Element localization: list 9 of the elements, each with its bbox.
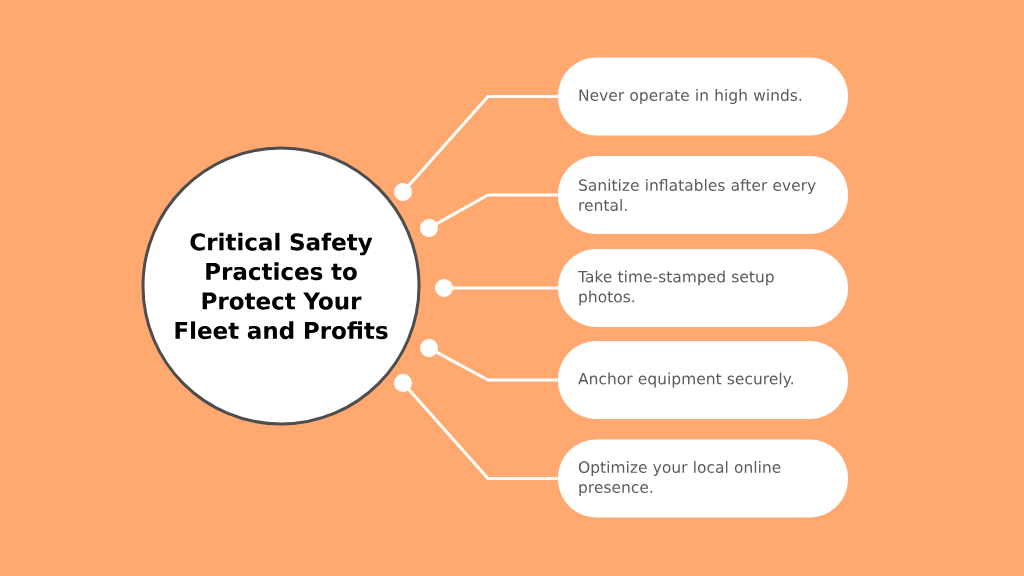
rounded-box: Anchor equipment securely. xyxy=(558,341,848,419)
rounded-box: Never operate in high winds. xyxy=(558,57,848,136)
rounded-box: Take time-stamped setup photos. xyxy=(558,249,848,327)
connector-line xyxy=(420,339,558,382)
connector-line xyxy=(435,279,558,297)
rounded-box: Optimize your local online presence. xyxy=(558,439,848,518)
connector-line xyxy=(394,374,558,480)
connector-line xyxy=(394,95,558,201)
rounded-box: Sanitize inflatables after every rental. xyxy=(558,156,848,234)
